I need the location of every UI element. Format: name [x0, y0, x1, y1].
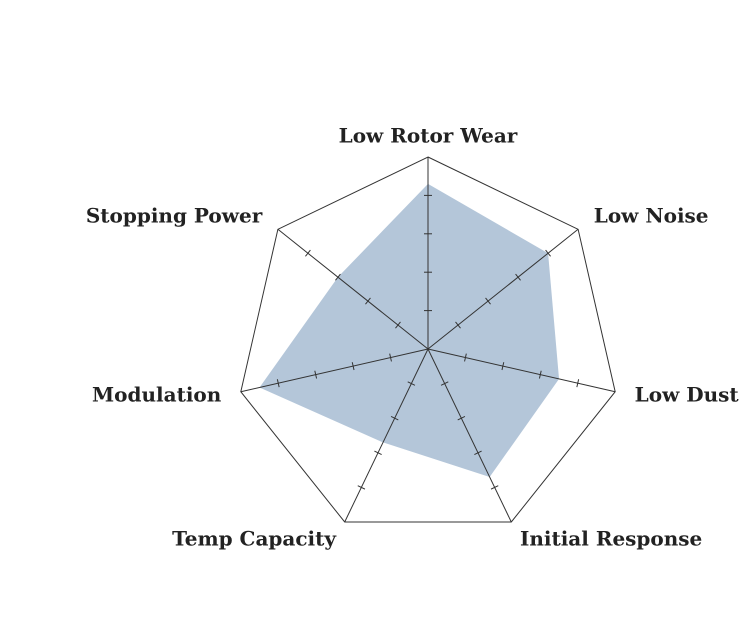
tick-4-4 — [357, 485, 366, 490]
tick-6-4 — [305, 249, 311, 257]
tick-3-1 — [440, 381, 449, 386]
spoke-2 — [427, 348, 616, 393]
grid-layer — [240, 156, 616, 523]
tick-2-1 — [464, 353, 467, 362]
spoke-3 — [427, 348, 512, 523]
tick-4-2 — [390, 416, 399, 421]
category-label-0: Low Rotor Wear — [339, 124, 518, 148]
tick-5-2 — [351, 362, 355, 371]
tick-1-1 — [455, 321, 461, 329]
spoke-5 — [240, 348, 429, 393]
spoke-1 — [427, 228, 579, 350]
tick-5-1 — [389, 353, 392, 362]
spoke-4 — [344, 348, 429, 523]
tick-1-3 — [515, 273, 521, 281]
tick-2-3 — [538, 370, 542, 379]
tick-2-4 — [576, 379, 580, 388]
category-label-5: Modulation — [92, 383, 222, 407]
outer-frame — [240, 156, 616, 523]
series-area-0 — [259, 183, 560, 478]
series-layer — [259, 183, 560, 478]
tick-3-3 — [474, 450, 482, 455]
tick-6-1 — [395, 321, 401, 329]
tick-6-3 — [335, 273, 341, 281]
tick-4-1 — [407, 381, 416, 386]
tick-2-2 — [501, 362, 505, 371]
category-label-3: Initial Response — [520, 527, 702, 551]
tick-3-2 — [457, 416, 466, 421]
tick-5-4 — [276, 379, 280, 388]
tick-1-4 — [545, 249, 551, 257]
category-label-6: Stopping Power — [86, 203, 263, 227]
spoke-6 — [277, 228, 429, 350]
category-label-2: Low Dust — [635, 383, 740, 407]
tick-6-2 — [365, 297, 371, 305]
tick-5-3 — [314, 370, 318, 379]
tick-1-2 — [485, 297, 491, 305]
category-label-4: Temp Capacity — [172, 527, 337, 551]
category-label-1: Low Noise — [594, 203, 709, 227]
tick-4-3 — [374, 450, 382, 455]
tick-3-4 — [490, 485, 499, 490]
